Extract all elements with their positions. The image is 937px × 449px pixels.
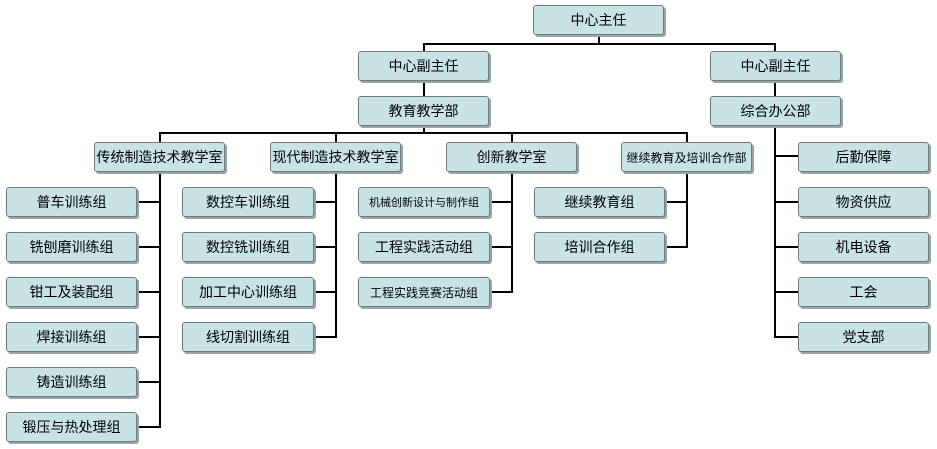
lab-modern-node: 现代制造技术教学室 (270, 142, 401, 172)
group-node: 线切割训练组 (182, 322, 314, 352)
connector-line (774, 291, 798, 293)
connector-line (137, 381, 161, 383)
connector-line (137, 201, 161, 203)
office-unit-node: 工会 (798, 277, 929, 307)
group-node: 工程实践竞赛活动组 (358, 277, 490, 307)
connector-line (159, 171, 161, 427)
connector-line (511, 171, 513, 293)
office-unit-node: 物资供应 (798, 187, 929, 217)
group-node: 加工中心训练组 (182, 277, 314, 307)
connector-line (423, 80, 425, 96)
connector-line (774, 126, 776, 338)
connector-line (137, 336, 161, 338)
group-node: 铸造训练组 (6, 367, 137, 397)
connector-line (423, 43, 776, 45)
deputy-director-left-node: 中心副主任 (358, 51, 489, 81)
group-node: 机械创新设计与制作组 (358, 187, 490, 217)
group-node: 锻压与热处理组 (6, 412, 137, 442)
connector-line (314, 201, 337, 203)
connector-line (314, 246, 337, 248)
connector-line (423, 126, 425, 134)
office-unit-node: 机电设备 (798, 232, 929, 262)
connector-line (686, 171, 688, 248)
connector-line (774, 246, 798, 248)
group-node: 数控铣训练组 (182, 232, 314, 262)
connector-line (490, 291, 513, 293)
connector-line (490, 201, 513, 203)
connector-line (686, 132, 688, 142)
connector-line (314, 336, 337, 338)
group-node: 普车训练组 (6, 187, 137, 217)
connector-line (137, 246, 161, 248)
connector-line (598, 34, 600, 44)
office-unit-node: 党支部 (798, 322, 929, 352)
connector-line (159, 132, 688, 134)
connector-line (490, 246, 513, 248)
connector-line (665, 201, 688, 203)
group-node: 铣刨磨训练组 (6, 232, 137, 262)
deputy-director-right-node: 中心副主任 (710, 51, 841, 81)
connector-line (137, 426, 161, 428)
group-node: 钳工及装配组 (6, 277, 137, 307)
group-node: 数控车训练组 (182, 187, 314, 217)
connector-line (665, 246, 688, 248)
general-office-node: 综合办公部 (710, 96, 841, 126)
education-dept-node: 教育教学部 (358, 96, 489, 126)
connector-line (335, 171, 337, 338)
connector-line (511, 132, 513, 142)
connector-line (774, 80, 776, 96)
group-node: 继续教育组 (534, 187, 665, 217)
connector-line (137, 291, 161, 293)
group-node: 工程实践活动组 (358, 232, 490, 262)
group-node: 培训合作组 (534, 232, 665, 262)
office-unit-node: 后勤保障 (798, 142, 929, 172)
lab-continuing-node: 继续教育及培训合作部 (621, 142, 752, 172)
connector-line (774, 336, 798, 338)
lab-innovation-node: 创新教学室 (446, 142, 577, 172)
connector-line (335, 132, 337, 142)
connector-line (774, 43, 776, 52)
connector-line (314, 291, 337, 293)
lab-traditional-node: 传统制造技术教学室 (94, 142, 225, 172)
connector-line (423, 43, 425, 52)
group-node: 焊接训练组 (6, 322, 137, 352)
connector-line (774, 155, 798, 157)
connector-line (159, 132, 161, 142)
director-node: 中心主任 (533, 5, 664, 35)
connector-line (774, 201, 798, 203)
